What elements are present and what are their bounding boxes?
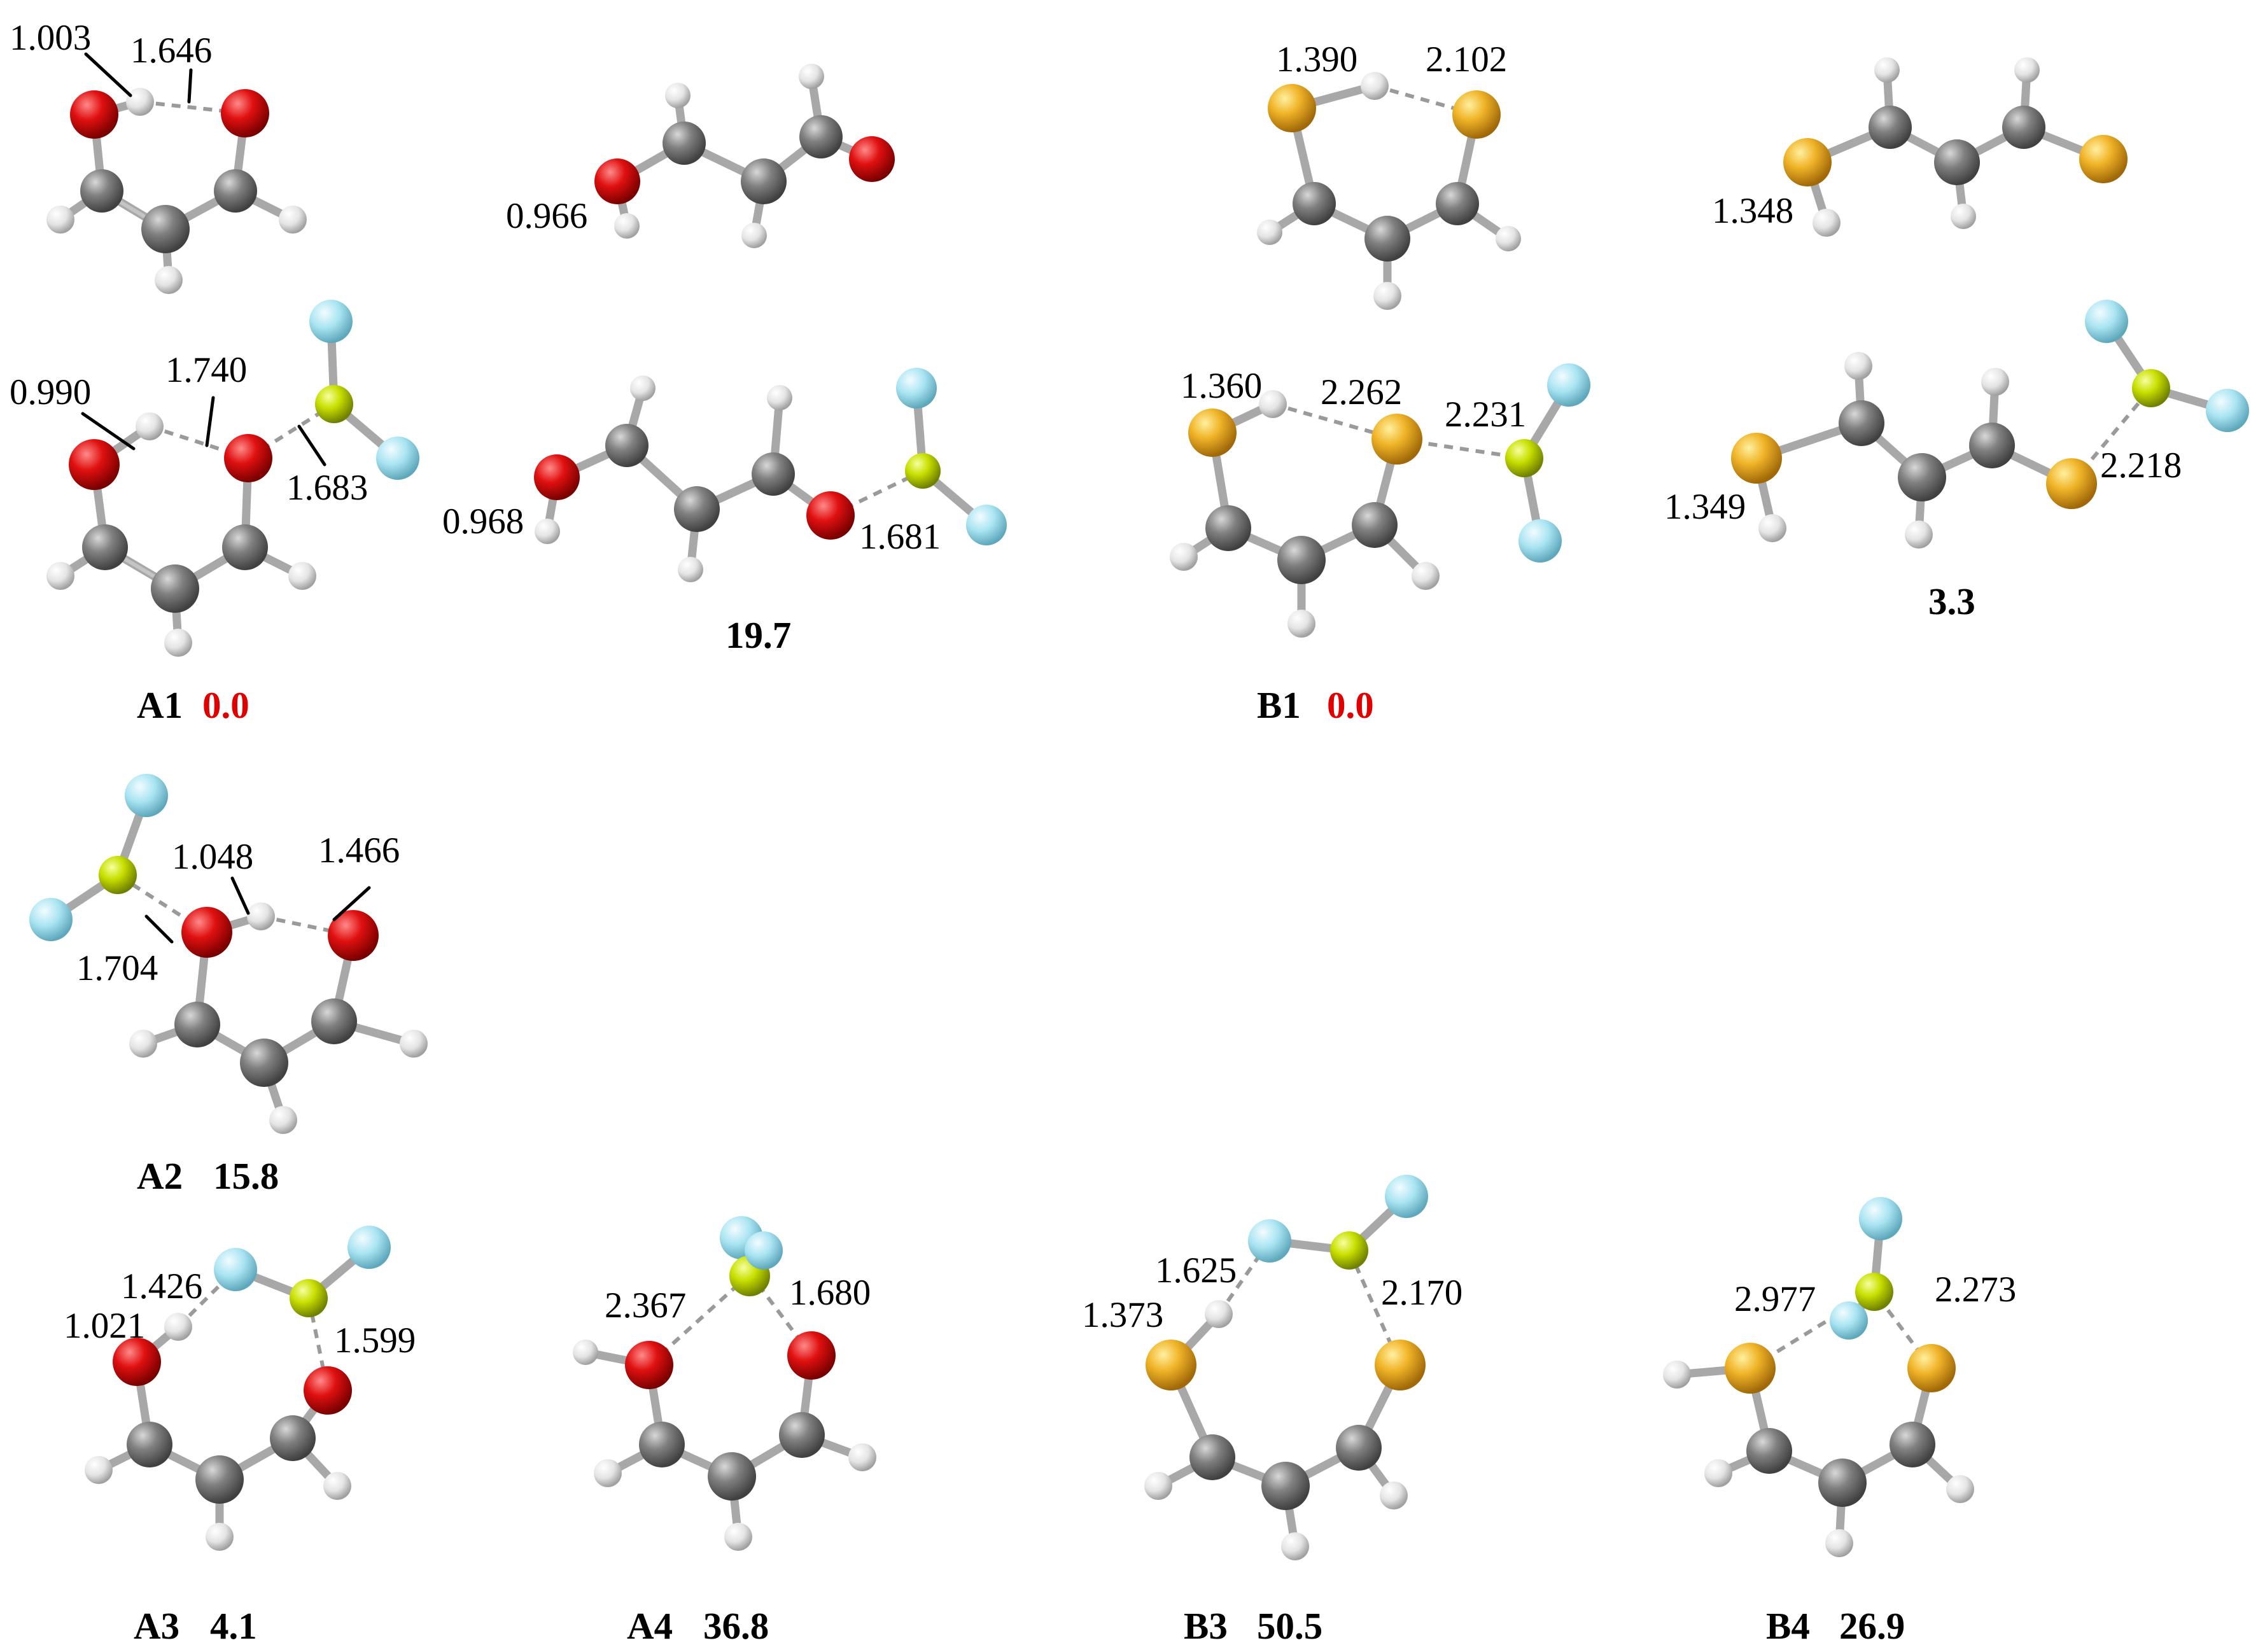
- bond-length-label: 1.680: [789, 1273, 871, 1313]
- bond-length-label: 2.231: [1445, 395, 1526, 435]
- energy-label: 19.7: [726, 614, 791, 656]
- molecule-b3: 1.625 1.373 2.170: [1082, 1175, 1462, 1560]
- energy-label: 50.5: [1257, 1605, 1322, 1647]
- bond-length-label: 2.273: [1935, 1270, 2016, 1310]
- energy-label: 0.0: [202, 684, 249, 726]
- bond-length-label: 1.348: [1712, 191, 1793, 231]
- molecule-a3: 1.426 1.021 1.599: [64, 1226, 416, 1551]
- molecule-name: B4: [1766, 1605, 1810, 1647]
- molecule-a2: 1.048 1.466 1.704: [29, 774, 428, 1134]
- caption-b1: B1 0.0: [1257, 684, 1374, 726]
- bond-length-label: 2.102: [1426, 39, 1507, 80]
- energy-label: 0.0: [1327, 684, 1374, 726]
- caption-b4: B4 26.9: [1766, 1605, 1905, 1647]
- bond-length-label: 0.966: [506, 196, 587, 236]
- bond-length-label: 1.704: [76, 948, 158, 988]
- bond-length-label: 1.349: [1664, 487, 1746, 527]
- caption-a1: A1 0.0: [137, 684, 249, 726]
- molecule-name: A4: [627, 1605, 673, 1647]
- caption-a3: A3 4.1: [134, 1605, 257, 1647]
- bond-length-label: 1.003: [10, 18, 91, 58]
- bond-length-label: 2.262: [1321, 372, 1402, 412]
- caption-19-7: 19.7: [726, 614, 791, 656]
- energy-label: 36.8: [703, 1605, 769, 1647]
- energy-label: 4.1: [210, 1605, 257, 1647]
- molecule-b4: 2.977 2.273: [1663, 1197, 2016, 1557]
- molecule-a4: 2.367 1.680: [573, 1216, 876, 1551]
- energy-label: 3.3: [1928, 580, 1975, 622]
- bond-length-label: 2.367: [605, 1285, 686, 1326]
- molecule-name: A2: [137, 1155, 183, 1197]
- bond-length-label: 1.360: [1181, 366, 1262, 406]
- caption-b3: B3 50.5: [1184, 1605, 1322, 1647]
- molecule-name: A3: [134, 1605, 179, 1647]
- bond-length-label: 1.048: [172, 837, 253, 877]
- molecule-b1-open-free: 1.348: [1712, 57, 2128, 237]
- molecule-b1-open-complex: 1.349 2.218: [1664, 300, 2249, 549]
- molecule-a1-complex: 0.990 1.740 1.683: [10, 300, 419, 657]
- energy-label: 15.8: [213, 1155, 279, 1197]
- bond-length-label: 1.599: [334, 1320, 416, 1361]
- bond-length-label: 1.683: [286, 468, 368, 508]
- bond-length-label: 2.977: [1734, 1279, 1816, 1319]
- bond-length-label: 1.681: [859, 517, 941, 557]
- bond-length-label: 1.625: [1155, 1250, 1237, 1291]
- bond-length-label: 1.021: [64, 1306, 145, 1346]
- bond-length-label: 0.968: [442, 501, 524, 542]
- molecule-a1-open-free: 0.966: [506, 64, 895, 248]
- molecule-b1-complex: 1.360 2.262 2.231: [1170, 363, 1590, 638]
- caption-a2: A2 15.8: [137, 1155, 279, 1197]
- bond-length-label: 1.466: [318, 830, 400, 871]
- molecule-name: B3: [1184, 1605, 1228, 1647]
- molecule-a1-open-complex: 0.968 1.681: [442, 368, 1007, 582]
- energy-label: 26.9: [1839, 1605, 1905, 1647]
- bond-length-label: 1.646: [130, 31, 212, 71]
- bond-length-label: 1.373: [1082, 1295, 1163, 1335]
- bond-length-label: 2.170: [1381, 1273, 1462, 1313]
- bond-length-label: 1.740: [165, 350, 247, 390]
- molecule-name: A1: [137, 684, 183, 726]
- molecule-a1-free: 1.003 1.646: [10, 18, 307, 294]
- bond-length-label: 1.426: [121, 1266, 202, 1306]
- bond-length-label: 0.990: [10, 372, 91, 412]
- molecule-name: B1: [1257, 684, 1301, 726]
- bond-length-label: 2.218: [2100, 445, 2182, 486]
- caption-3-3: 3.3: [1928, 580, 1975, 622]
- bond-length-label: 1.390: [1276, 39, 1357, 80]
- caption-a4: A4 36.8: [627, 1605, 769, 1647]
- molecule-b1-free: 1.390 2.102: [1257, 39, 1521, 310]
